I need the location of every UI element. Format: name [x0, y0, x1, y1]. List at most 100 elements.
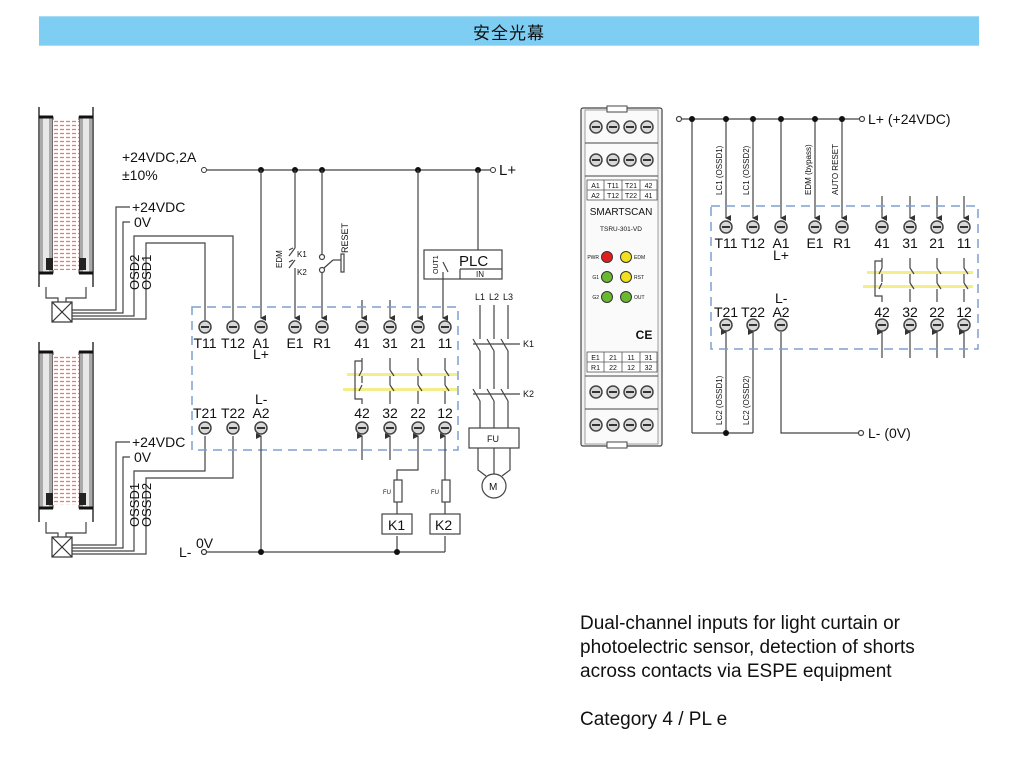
terminal-screw-icon: [438, 421, 452, 435]
terminal-label-r1: R1: [833, 235, 851, 251]
description-line: across contacts via ESPE equipment: [580, 661, 892, 682]
terminal-screw-icon: [355, 320, 369, 334]
category-label: Category 4 / PL e: [580, 709, 728, 730]
terminal-screw-icon: [957, 220, 971, 234]
ce-mark: CE: [636, 328, 653, 342]
l-plus-bus: [201, 167, 496, 173]
left-relay-contacts: [343, 358, 457, 404]
terminal-label-11: 11: [438, 335, 453, 351]
terminal-screw-icon: [903, 318, 917, 332]
terminal-screw-icon: [623, 120, 637, 134]
device-table-cell: E1: [591, 355, 600, 362]
terminal-label-t21: T21: [714, 304, 738, 320]
page-title: 安全光幕: [473, 23, 545, 44]
terminal-screw-icon: [589, 120, 603, 134]
terminal-screw-icon: [623, 418, 637, 432]
device-table-cell: A1: [591, 183, 600, 190]
terminal-screw-icon: [254, 320, 268, 334]
terminal-label-t21: T21: [193, 405, 217, 421]
plc-label: PLC: [459, 253, 488, 270]
device-table-cell: R1: [591, 365, 600, 372]
terminal-screw-icon: [640, 385, 654, 399]
terminal-label-21: 21: [929, 235, 945, 251]
left-supply-wires: [260, 170, 479, 321]
terminal-label-32: 32: [382, 405, 398, 421]
reset-label: RESET: [340, 222, 350, 253]
device-table-cell: T12: [607, 193, 619, 200]
terminal-label-22: 22: [929, 304, 945, 320]
curtain-bottom-cables: [72, 436, 234, 555]
device-brand: SMARTSCAN: [590, 207, 653, 218]
led-edm-icon: [620, 251, 632, 263]
wire-label-lc2-ossd1: LC2 (OSSD1): [715, 375, 724, 425]
terminal-screw-icon: [411, 421, 425, 435]
terminal-screw-icon: [589, 153, 603, 167]
terminal-screw-icon: [719, 318, 733, 332]
terminal-screw-icon: [835, 220, 849, 234]
led-out-icon: [620, 291, 632, 303]
left-bottom-wires: [200, 433, 446, 556]
terminal-label-t12: T12: [221, 335, 245, 351]
light-curtain-top: [38, 107, 94, 323]
led-g2-icon: [601, 291, 613, 303]
device-table-cell: 22: [609, 365, 617, 372]
curtain-top-osd1: OSD1: [139, 255, 154, 290]
reset-button-symbol: [318, 253, 345, 274]
terminal-screw-icon: [719, 220, 733, 234]
wire-label-edm-bypass: EDM (bypass): [804, 144, 813, 195]
terminal-screw-icon: [198, 421, 212, 435]
terminal-label-t12: T12: [741, 235, 765, 251]
junction-dot: [258, 549, 264, 555]
right-l-plus-label: L+ (+24VDC): [868, 111, 950, 127]
terminal-screw-icon: [640, 418, 654, 432]
terminal-label-31: 31: [902, 235, 918, 251]
terminal-label-t22: T22: [741, 304, 765, 320]
device-table-cell: A2: [591, 193, 600, 200]
device-table-cell: T22: [625, 193, 637, 200]
terminal-screw-icon: [746, 318, 760, 332]
device-table-cell: T21: [625, 183, 637, 190]
device-table-cell: 42: [645, 183, 653, 190]
right-relay-contacts: [863, 258, 973, 302]
left-relay-module: [191, 306, 459, 451]
device-table-cell: 12: [627, 365, 635, 372]
curtain-bottom-24v: +24VDC: [132, 434, 185, 450]
terminal-label-e1: E1: [286, 335, 303, 351]
terminal-screw-icon: [198, 320, 212, 334]
terminal-label-42: 42: [354, 405, 370, 421]
right-a1-sub: L+: [773, 247, 789, 263]
edm-k1-label: K1: [297, 250, 307, 259]
led-label: PWR: [587, 255, 599, 261]
wire-label-auto-reset: AUTO RESET: [831, 144, 840, 195]
description: Dual-channel inputs for light curtain or…: [580, 612, 1000, 732]
device-table-cell: T11: [607, 183, 619, 190]
terminal-screw-icon: [383, 320, 397, 334]
l-minus-label: L-: [179, 544, 192, 560]
description-line: Dual-channel inputs for light curtain or: [580, 613, 901, 634]
terminal-label-a2: A2: [772, 304, 789, 320]
terminal-screw-icon: [903, 220, 917, 234]
device-table-cell: 32: [645, 365, 653, 372]
terminal-label-21: 21: [410, 335, 426, 351]
supply-label: +24VDC,2A: [122, 149, 197, 165]
terminal-screw-icon: [808, 220, 822, 234]
terminal-label-31: 31: [382, 335, 398, 351]
terminal-screw-icon: [355, 421, 369, 435]
terminal-label-11: 11: [957, 235, 972, 251]
terminal-screw-icon: [774, 318, 788, 332]
terminal-screw-icon: [606, 153, 620, 167]
edm-k2-label: K2: [297, 268, 307, 277]
phase-l1: L1: [475, 292, 485, 302]
terminal-screw-icon: [623, 385, 637, 399]
terminal-label-41: 41: [874, 235, 890, 251]
light-curtain-bottom: [38, 342, 94, 558]
terminal-label-r1: R1: [313, 335, 331, 351]
terminal-screw-icon: [746, 220, 760, 234]
zero-v-label: 0V: [196, 535, 214, 551]
contactor-k2-label: K2: [523, 389, 534, 399]
